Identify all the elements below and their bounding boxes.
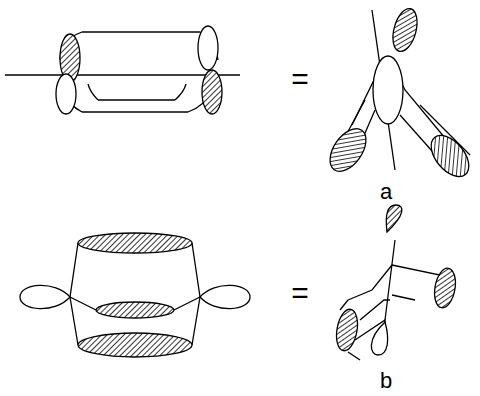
orbital-a-side-view bbox=[5, 26, 240, 114]
orbital-a-perspective bbox=[323, 6, 476, 183]
panel-letter: b bbox=[380, 370, 392, 392]
orbital-b-perspective bbox=[334, 205, 459, 360]
orbital-b-side-view bbox=[20, 233, 250, 357]
equals-sign: = bbox=[291, 278, 309, 308]
equals-sign: = bbox=[291, 64, 309, 94]
panel-letter: a bbox=[380, 181, 392, 203]
